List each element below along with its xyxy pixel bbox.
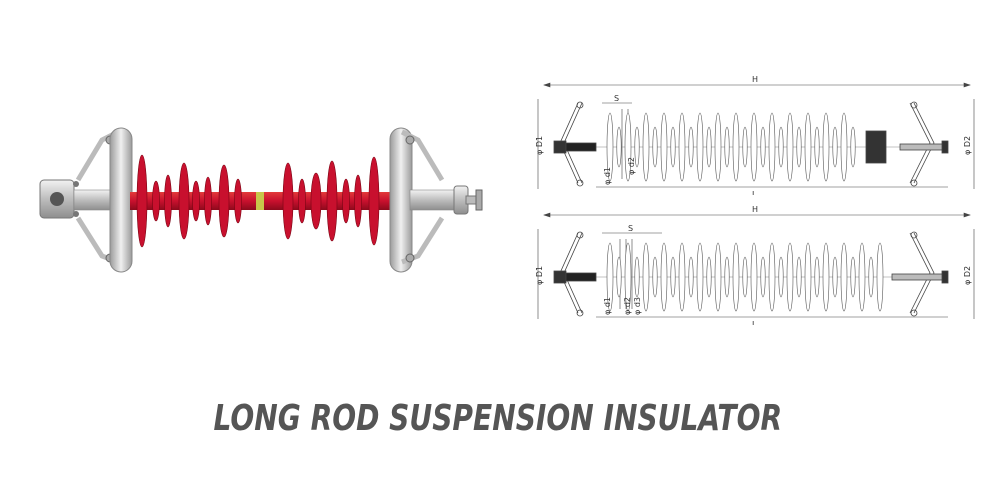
shed	[760, 126, 766, 168]
left-grading-ring	[109, 127, 133, 273]
shed	[706, 126, 712, 168]
shed	[724, 126, 730, 168]
page-title: LONG ROD SUSPENSION INSULATOR	[213, 398, 783, 439]
shed	[660, 242, 668, 312]
dimension-drawing-top: H L φ D1 φ D2 S φ d1 φ d2	[535, 75, 975, 195]
top-sheds	[606, 112, 856, 182]
shed	[840, 112, 848, 182]
bottom-label-l: L	[752, 320, 757, 325]
shed	[804, 242, 812, 312]
shed	[742, 256, 748, 298]
dimension-drawing-bottom: H L φ D1 φ D2 S φ d1 φ d2 φ d3	[535, 205, 975, 325]
shed	[696, 112, 704, 182]
shed	[732, 242, 740, 312]
shed	[822, 112, 830, 182]
insulator-photo	[39, 127, 483, 273]
shed	[850, 126, 856, 168]
top-right-fitting	[865, 101, 949, 187]
shed	[778, 256, 784, 298]
shed	[624, 242, 632, 312]
top-label-l: L	[752, 190, 757, 195]
top-label-h: H	[752, 75, 758, 84]
break-marker	[256, 192, 264, 210]
bottom-label-d2-small: φ d2	[623, 297, 632, 315]
shed	[714, 112, 722, 182]
shed	[750, 242, 758, 312]
shed	[814, 126, 820, 168]
right-grading-ring	[389, 127, 413, 273]
shed	[652, 256, 658, 298]
shed	[696, 242, 704, 312]
shed	[832, 126, 838, 168]
shed	[786, 242, 794, 312]
shed	[660, 112, 668, 182]
right-end-fitting	[400, 129, 483, 265]
shed	[768, 242, 776, 312]
bottom-label-d1: φ D1	[535, 266, 544, 285]
shed	[634, 126, 640, 168]
bottom-right-fitting	[891, 231, 949, 317]
shed	[858, 242, 866, 312]
top-left-fitting	[553, 101, 597, 187]
top-label-d2-small: φ d2	[627, 157, 636, 175]
bottom-sheds	[606, 242, 884, 312]
shed	[822, 242, 830, 312]
bottom-label-d3-small: φ d3	[633, 297, 642, 315]
top-label-s: S	[614, 94, 619, 103]
shed	[606, 112, 614, 182]
bottom-left-fitting	[553, 231, 597, 317]
silicone-sheds	[136, 154, 380, 248]
shed	[778, 126, 784, 168]
shed	[714, 242, 722, 312]
bottom-label-d1-small: φ d1	[603, 297, 612, 315]
shed	[804, 112, 812, 182]
shed	[670, 126, 676, 168]
shed	[840, 242, 848, 312]
shed	[750, 112, 758, 182]
top-label-d2: φ D2	[963, 136, 972, 155]
shed	[652, 126, 658, 168]
shed	[688, 126, 694, 168]
shed	[814, 256, 820, 298]
shed	[688, 256, 694, 298]
shed	[642, 112, 650, 182]
shed	[706, 256, 712, 298]
shed	[606, 242, 614, 312]
shed	[732, 112, 740, 182]
shed	[832, 256, 838, 298]
shed	[678, 112, 686, 182]
shed	[624, 112, 632, 182]
shed	[850, 256, 856, 298]
shed	[634, 256, 640, 298]
shed	[724, 256, 730, 298]
shed	[786, 112, 794, 182]
shed	[796, 256, 802, 298]
shed	[796, 126, 802, 168]
shed	[742, 126, 748, 168]
top-label-d1-small: φ d1	[603, 167, 612, 185]
shed	[868, 256, 874, 298]
shed	[642, 242, 650, 312]
top-label-d1: φ D1	[535, 136, 544, 155]
shed	[760, 256, 766, 298]
bottom-label-s: S	[628, 224, 633, 233]
shed	[670, 256, 676, 298]
bottom-label-d2: φ D2	[963, 266, 972, 285]
shed	[678, 242, 686, 312]
shed	[616, 256, 622, 298]
bottom-label-h: H	[752, 205, 758, 214]
shed	[616, 126, 622, 168]
shed	[876, 242, 884, 312]
shed	[768, 112, 776, 182]
